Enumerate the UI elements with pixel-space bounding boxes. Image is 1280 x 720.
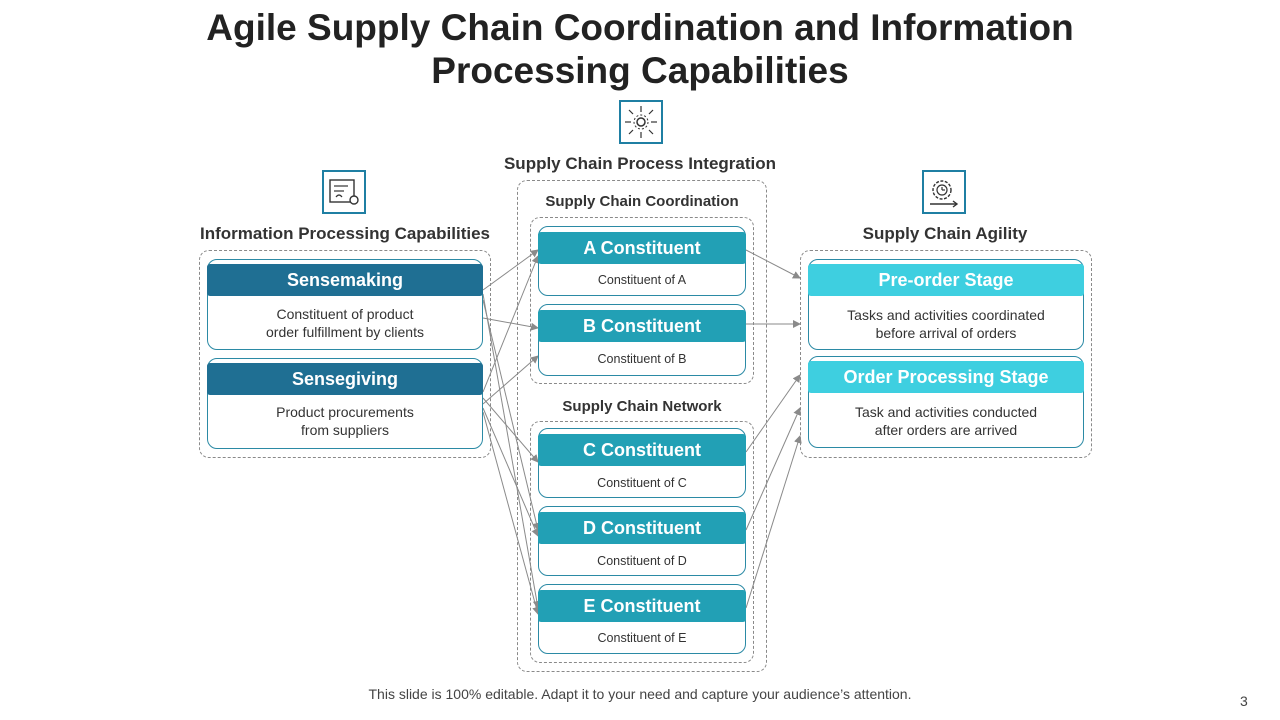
information-processing-container — [199, 250, 491, 458]
order-processing-desc-line2: after orders are arrived — [874, 422, 1018, 438]
constituent-e-desc: Constituent of E — [597, 631, 687, 645]
constituent-c-desc: Constituent of C — [597, 476, 687, 490]
pre-order-desc-line2: before arrival of orders — [875, 325, 1017, 341]
constituent-b-label: B Constituent — [538, 310, 746, 342]
coordination-container — [530, 217, 754, 384]
arrow-c-orderprocessing — [745, 374, 801, 453]
right-section-title: Supply Chain Agility — [862, 224, 1028, 243]
arrow-sensegiving-c — [482, 397, 539, 463]
constituent-a-desc: Constituent of A — [597, 273, 687, 287]
sensemaking-label: Sensemaking — [207, 264, 483, 296]
order-processing-desc-line1: Task and activities conducted — [854, 404, 1038, 420]
arrow-sensegiving-d — [482, 407, 539, 537]
left-section-title: Information Processing Capabilities — [199, 224, 490, 243]
arrow-e-orderprocessing — [745, 435, 802, 609]
center-section-title: Supply Chain Process Integration — [503, 154, 777, 173]
arrow-sensegiving-a — [482, 255, 540, 393]
slide-title: Agile Supply Chain Coordination and Info… — [206, 7, 1074, 91]
network-container — [530, 421, 754, 663]
network-title: Supply Chain Network — [562, 398, 722, 415]
sensegiving-desc-line2: from suppliers — [301, 422, 389, 438]
page-number: 3 — [1240, 693, 1248, 709]
clock-gear-icon — [922, 170, 966, 214]
sensemaking-desc-line1: Constituent of product — [276, 306, 414, 322]
pre-order-label: Pre-order Stage — [808, 264, 1084, 296]
arrow-sensegiving-e — [482, 411, 541, 615]
constituent-b-desc: Constituent of B — [597, 352, 687, 366]
footer-note: This slide is 100% editable. Adapt it to… — [368, 686, 912, 702]
pre-order-desc-line1: Tasks and activities coordinated — [847, 307, 1045, 323]
arrow-sensemaking-e — [482, 293, 541, 609]
document-gear-icon — [322, 170, 366, 214]
constituent-d-label: D Constituent — [538, 512, 746, 544]
network-gear-icon — [619, 100, 663, 144]
constituent-d-desc: Constituent of D — [597, 554, 687, 568]
arrow-sensemaking-d — [482, 299, 541, 531]
process-integration-container — [517, 180, 767, 672]
coordination-title: Supply Chain Coordination — [545, 193, 739, 210]
constituent-c-label: C Constituent — [538, 434, 746, 466]
order-processing-label: Order Processing Stage — [808, 361, 1084, 393]
sensemaking-desc-line2: order fulfillment by clients — [266, 324, 424, 340]
arrow-d-orderprocessing — [745, 407, 801, 531]
sensegiving-desc-line1: Product procurements — [276, 404, 414, 420]
sensegiving-label: Sensegiving — [207, 363, 483, 395]
supply-chain-agility-container — [800, 250, 1092, 458]
arrow-sensemaking-a — [482, 249, 539, 291]
constituent-a-label: A Constituent — [538, 232, 746, 264]
arrow-sensegiving-b — [482, 355, 539, 405]
arrow-a-preorder — [745, 249, 801, 279]
constituent-e-label: E Constituent — [538, 590, 746, 622]
